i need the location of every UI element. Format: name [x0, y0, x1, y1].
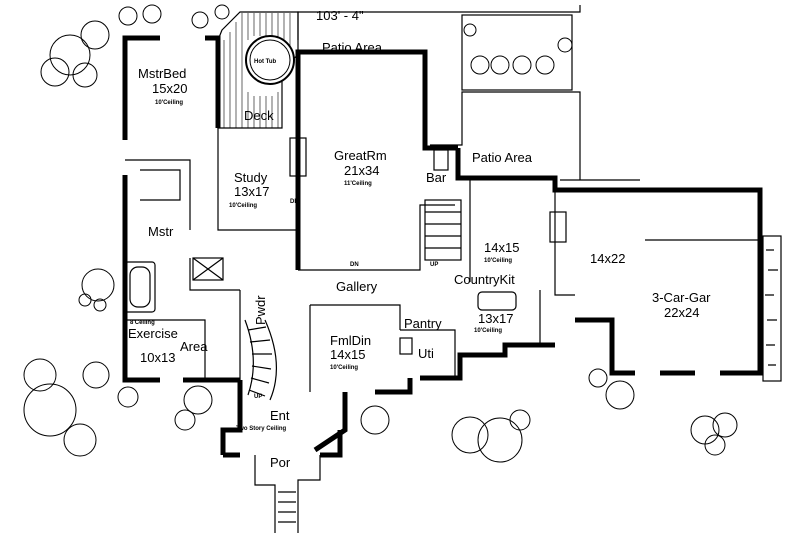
greatrm-ceiling: 11'Ceiling: [344, 181, 372, 187]
exercise-name2: Area: [180, 339, 208, 354]
tree-cluster-bottom: [360, 368, 738, 463]
countrykit-ceiling: 10'Ceiling: [474, 328, 502, 334]
planter-topright: [461, 14, 573, 91]
fmldin-name: FmlDin: [330, 333, 371, 348]
fmldin-size: 14x15: [330, 347, 365, 362]
up-marker-entry: UP: [254, 394, 262, 400]
exterior-walls: [122, 35, 763, 458]
room-14x15-ceiling: 10'Ceiling: [484, 258, 512, 264]
room-14x22-size: 14x22: [590, 251, 625, 266]
interior-walls: [124, 128, 760, 533]
garage-size: 22x24: [664, 305, 699, 320]
overall-dimension: 103' - 4": [316, 8, 364, 23]
exercise-ceiling: 8'Ceiling: [130, 320, 155, 326]
patio-top-label: Patio Area: [322, 40, 383, 55]
landscaping: [23, 4, 782, 463]
stair-curved: [244, 319, 277, 401]
tree-cluster-left: [23, 268, 213, 457]
study-ceiling: 10'Ceiling: [229, 203, 257, 209]
greatrm-name: GreatRm: [334, 148, 387, 163]
fmldin-ceiling: 10'Ceiling: [330, 365, 358, 371]
deck-label: Deck: [244, 108, 274, 123]
countrykit-name: CountryKit: [454, 272, 515, 287]
study-size: 13x17: [234, 184, 269, 199]
labels: 103' - 4" MstrBed 15x20 10'Ceiling Hot T…: [128, 8, 711, 470]
exercise-name: Exercise: [128, 326, 178, 341]
up-marker-stair: UP: [430, 262, 438, 268]
tree-cluster-topleft: [40, 4, 230, 88]
exercise-size: 10x13: [140, 350, 175, 365]
dn-marker-study: DN: [290, 199, 299, 205]
garage-name: 3-Car-Gar: [652, 290, 711, 305]
patio-right-label: Patio Area: [472, 150, 533, 165]
mstrbed-name: MstrBed: [138, 66, 186, 81]
room-14x15-size: 14x15: [484, 240, 519, 255]
ent-label: Ent: [270, 408, 290, 423]
pwdr-label: Pwdr: [253, 295, 268, 325]
dn-marker-gallery: DN: [350, 262, 359, 268]
hottub-label: Hot Tub: [254, 59, 277, 65]
ent-ceiling: Two Story Ceiling: [236, 426, 287, 432]
porch-steps: [254, 455, 321, 533]
study-name: Study: [234, 170, 268, 185]
deck: [217, 11, 299, 129]
mstrbed-ceiling: 10'Ceiling: [155, 100, 183, 106]
uti-label: Uti: [418, 346, 434, 361]
countrykit-size: 13x17: [478, 311, 513, 326]
mstrbed-size: 15x20: [152, 81, 187, 96]
gallery-label: Gallery: [336, 279, 378, 294]
stone-wall-right: [762, 235, 782, 382]
bar-label: Bar: [426, 170, 447, 185]
por-label: Por: [270, 455, 291, 470]
mstr-label: Mstr: [148, 224, 174, 239]
stair-right: [424, 199, 462, 261]
pantry-label: Pantry: [404, 316, 442, 331]
greatrm-size: 21x34: [344, 163, 379, 178]
